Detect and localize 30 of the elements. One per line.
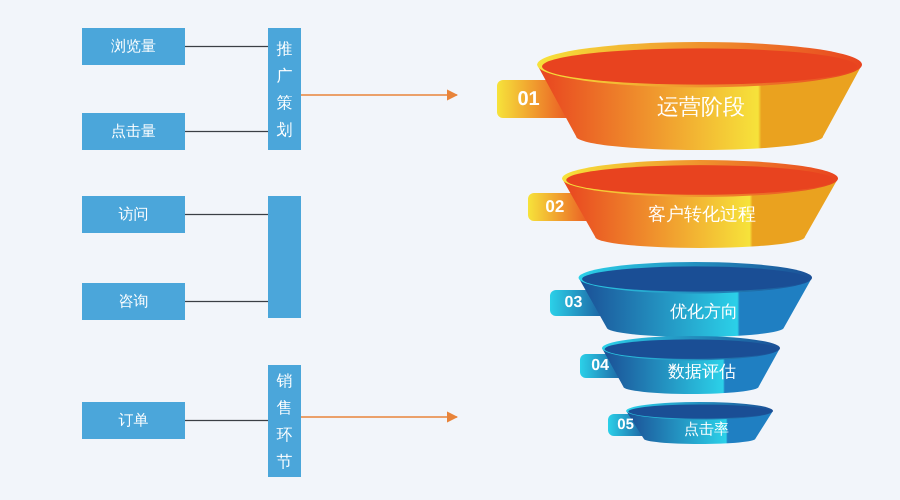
funnel-ring — [580, 336, 780, 394]
connector-line — [185, 420, 268, 422]
arrow — [301, 411, 458, 423]
metric-box: 访问 — [82, 196, 185, 233]
funnel-ring — [497, 42, 862, 150]
stage-label: 数据评估 — [668, 361, 736, 383]
metric-box: 订单 — [82, 402, 185, 439]
step-number: 04 — [591, 356, 609, 375]
funnel-ring — [550, 262, 812, 337]
connector-line — [185, 46, 268, 48]
vertical-box: 销售环节 — [268, 365, 301, 477]
connector-line — [185, 300, 268, 302]
vertical-box — [268, 196, 301, 318]
connector-line — [185, 130, 268, 132]
step-number: 02 — [545, 197, 564, 218]
metric-box: 咨询 — [82, 283, 185, 320]
stage-label: 运营阶段 — [657, 94, 745, 122]
stage-label: 客户转化过程 — [648, 203, 756, 226]
metric-box: 浏览量 — [82, 28, 185, 65]
funnel-ring — [528, 160, 838, 248]
connector-line — [185, 214, 268, 216]
arrow — [301, 89, 458, 101]
vertical-box: 推广策划 — [268, 28, 301, 150]
step-number: 03 — [564, 294, 582, 312]
stage-label: 点击率 — [684, 420, 729, 439]
step-number: 01 — [517, 88, 540, 110]
step-number: 05 — [617, 416, 634, 434]
funnel-ring — [608, 402, 773, 444]
stage-label: 优化方向 — [670, 301, 738, 323]
metric-box: 点击量 — [82, 113, 185, 150]
